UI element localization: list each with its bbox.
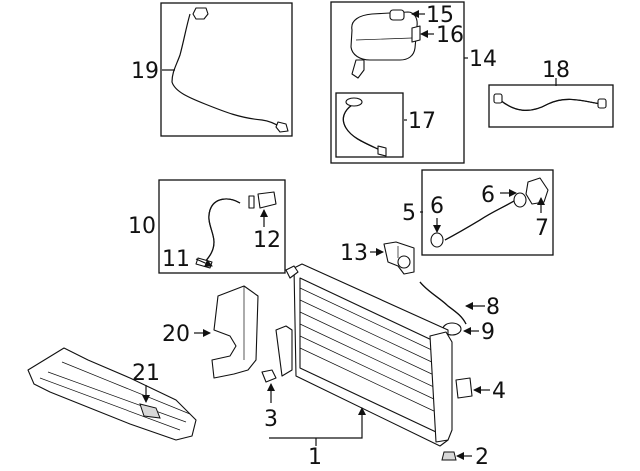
- callout-12: 12: [253, 228, 281, 253]
- callout-19: 19: [131, 59, 159, 84]
- leader-11: [195, 258, 213, 267]
- callout-6a: 6: [430, 194, 444, 219]
- callout-16: 16: [436, 23, 464, 48]
- callout-7: 7: [535, 216, 549, 241]
- callout-9: 9: [481, 320, 495, 345]
- callout-4: 4: [492, 379, 506, 404]
- callout-15: 15: [426, 3, 454, 28]
- callout-3: 3: [264, 407, 278, 432]
- callout-6b: 6: [481, 183, 495, 208]
- part-13: [383, 241, 415, 275]
- callout-1: 1: [308, 445, 322, 470]
- leader-1a: [269, 407, 366, 439]
- callout-18: 18: [542, 58, 570, 83]
- box-19: [160, 2, 293, 137]
- box-14: [330, 1, 465, 164]
- callout-13: 13: [340, 241, 368, 266]
- callout-11: 11: [162, 247, 190, 272]
- callout-2: 2: [475, 445, 489, 470]
- callout-10: 10: [128, 214, 156, 239]
- part-4: [455, 377, 473, 399]
- callout-5: 5: [402, 201, 416, 226]
- part-20: [211, 285, 259, 379]
- box-18: [488, 84, 614, 128]
- callout-17: 17: [408, 109, 436, 134]
- callout-8: 8: [486, 295, 500, 320]
- callout-14: 14: [469, 47, 497, 72]
- part-8: [419, 281, 467, 325]
- box-5: [421, 169, 554, 256]
- radiator: [275, 263, 453, 447]
- part-21: [27, 347, 197, 441]
- part-3: [261, 369, 277, 383]
- part-2: [441, 451, 457, 461]
- callout-20: 20: [162, 322, 190, 347]
- callout-21: 21: [132, 361, 160, 386]
